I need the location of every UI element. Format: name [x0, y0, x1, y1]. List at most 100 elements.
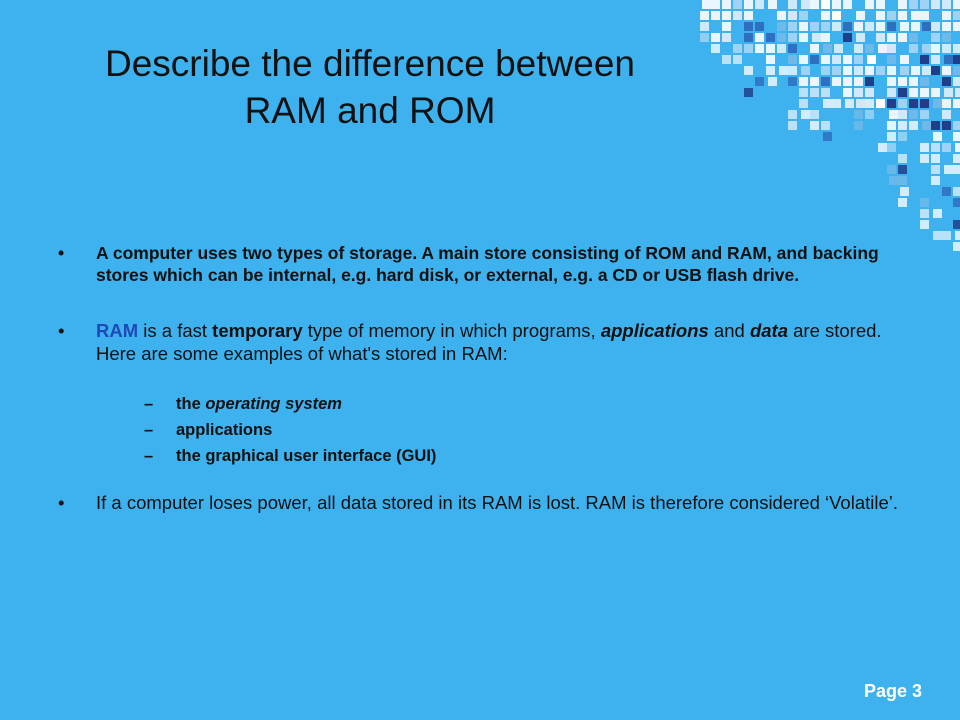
mosaic-tile — [933, 209, 942, 218]
mosaic-tile — [854, 22, 863, 31]
mosaic-tile — [898, 176, 907, 185]
mosaic-tile — [942, 187, 951, 196]
mosaic-tile — [898, 88, 907, 97]
mosaic-tile — [920, 110, 929, 119]
slide-title: Describe the difference between RAM and … — [40, 40, 700, 134]
mosaic-tile — [832, 66, 841, 75]
mosaic-tile — [801, 110, 810, 119]
mosaic-tile — [832, 77, 841, 86]
mosaic-tile — [733, 0, 742, 9]
mosaic-tile — [788, 121, 797, 130]
mosaic-tile — [909, 121, 918, 130]
mosaic-tile — [898, 0, 907, 9]
mosaic-tile — [942, 33, 951, 42]
mosaic-tile — [887, 55, 896, 64]
mosaic-tile — [953, 132, 960, 141]
mosaic-tile — [856, 99, 865, 108]
dash-marker: – — [144, 395, 154, 413]
mosaic-tile — [920, 0, 929, 9]
mosaic-tile — [953, 154, 960, 163]
mosaic-tile — [722, 11, 731, 20]
mosaic-tile — [953, 99, 960, 108]
mosaic-tile — [931, 33, 940, 42]
mosaic-tile — [876, 0, 885, 9]
mosaic-tile — [931, 121, 940, 130]
mosaic-tile — [898, 154, 907, 163]
list-item: – the operating system — [96, 391, 908, 417]
mosaic-tile — [887, 132, 896, 141]
mosaic-tile — [823, 44, 832, 53]
bullet-ram-definition: • RAM is a fast temporary type of memory… — [58, 319, 908, 469]
mosaic-tile — [832, 0, 841, 9]
mosaic-tile — [909, 88, 918, 97]
mosaic-tile — [788, 22, 797, 31]
mosaic-tile — [755, 0, 764, 9]
mosaic-tile — [832, 55, 841, 64]
mosaic-tile — [911, 22, 920, 31]
mosaic-tile — [744, 22, 753, 31]
mosaic-tile — [933, 231, 942, 240]
mosaic-tile — [922, 121, 931, 130]
mosaic-tile — [832, 22, 841, 31]
mosaic-tile — [821, 11, 830, 20]
mosaic-tile — [887, 44, 896, 53]
mosaic-tile — [845, 99, 854, 108]
mosaic-tile — [843, 33, 852, 42]
mosaic-tile — [810, 110, 819, 119]
mosaic-tile — [854, 88, 863, 97]
mosaic-tile — [933, 99, 942, 108]
mosaic-tile — [931, 22, 940, 31]
mosaic-tile — [722, 0, 731, 9]
mosaic-tile — [810, 88, 819, 97]
mosaic-tile — [920, 143, 929, 152]
mosaic-tile — [887, 66, 896, 75]
mosaic-tile — [700, 22, 709, 31]
mosaic-tile — [865, 0, 874, 9]
mosaic-tile — [953, 220, 960, 229]
mosaic-tile — [865, 44, 874, 53]
mosaic-tile — [931, 154, 940, 163]
mosaic-tile — [887, 99, 896, 108]
mosaic-tile — [755, 44, 764, 53]
mosaic-tile — [799, 22, 808, 31]
mosaic-tile — [942, 121, 951, 130]
mosaic-tile — [788, 0, 797, 9]
mosaic-tile — [854, 55, 863, 64]
mosaic-tile — [931, 176, 940, 185]
title-line-1: Describe the difference between — [105, 43, 635, 84]
mosaic-tile — [834, 44, 843, 53]
mosaic-tile — [887, 88, 896, 97]
mosaic-tile — [898, 110, 907, 119]
mosaic-tile — [711, 33, 720, 42]
mosaic-tile — [933, 132, 942, 141]
mosaic-tile — [810, 121, 819, 130]
mosaic-tile — [843, 55, 852, 64]
mosaic-tile — [722, 55, 731, 64]
mosaic-tile — [865, 88, 874, 97]
title-line-2: RAM and ROM — [244, 90, 496, 131]
mosaic-tile — [887, 77, 896, 86]
mosaic-tile — [920, 11, 929, 20]
mosaic-tile — [843, 66, 852, 75]
mosaic-tile — [889, 176, 898, 185]
mosaic-tile — [922, 44, 931, 53]
mosaic-tile — [931, 66, 940, 75]
mosaic-tile — [755, 77, 764, 86]
mosaic-tile — [887, 11, 896, 20]
mosaic-tile — [931, 0, 940, 9]
mosaic-tile — [887, 143, 896, 152]
mosaic-tile — [766, 55, 775, 64]
mosaic-tile — [812, 33, 821, 42]
mosaic-tile — [766, 33, 775, 42]
mosaic-tile — [801, 0, 810, 9]
mosaic-tile — [911, 11, 920, 20]
data-term: data — [749, 320, 788, 341]
mosaic-tile — [944, 88, 953, 97]
mosaic-tile — [700, 33, 709, 42]
mosaic-tile — [854, 77, 863, 86]
mosaic-tile — [779, 66, 788, 75]
text-run: type of memory in which programs, — [302, 320, 601, 341]
mosaic-tile — [867, 55, 876, 64]
mosaic-tile — [711, 11, 720, 20]
